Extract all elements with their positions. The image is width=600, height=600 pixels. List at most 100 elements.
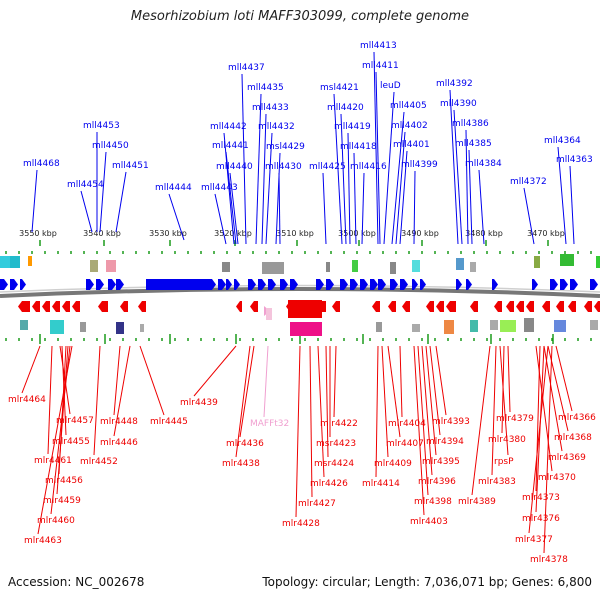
scale-label: 3530 kbp [149, 229, 187, 238]
gene-leader-line [113, 345, 131, 437]
gene-leader-line [265, 132, 273, 245]
gene-leader-line [139, 345, 165, 416]
gene-label: mlr4404 [388, 419, 426, 429]
feature-block [534, 256, 540, 268]
gene-label: mlr4378 [530, 555, 568, 565]
gene-leader-line [333, 93, 343, 245]
feature-block [596, 256, 600, 268]
feature-block [290, 322, 322, 336]
feature-block [266, 308, 272, 320]
gene-label: mlr4438 [222, 459, 260, 469]
gene-arrow [378, 279, 386, 290]
gene-arrow-block [288, 300, 322, 318]
gene-label: mlr4461 [34, 456, 72, 466]
gene-label: mll4390 [440, 99, 477, 109]
gene-arrow [402, 301, 410, 312]
gene-label: mlr4398 [414, 497, 452, 507]
feature-block [28, 256, 32, 266]
gene-arrow [360, 279, 368, 290]
feature-block [140, 324, 144, 332]
gene-label: mll4443 [201, 183, 238, 193]
gene-arrow [52, 301, 60, 312]
gene-leader-line [381, 345, 389, 458]
gene-label: mll4435 [247, 83, 284, 93]
gene-label: mll4453 [83, 121, 120, 131]
gene-leader-line [47, 345, 53, 455]
gene-label: mlr4422 [320, 419, 358, 429]
gene-label: MAFFt32 [250, 419, 289, 429]
gene-leader-line [325, 345, 329, 458]
gene-label: mll4444 [155, 183, 192, 193]
gene-leader-line [333, 345, 337, 418]
gene-leader-line [317, 345, 325, 478]
gene-label: mll4430 [265, 162, 302, 172]
gene-label: mlr4460 [37, 516, 75, 526]
gene-leader-line [275, 152, 281, 245]
gene-label: mlr4428 [282, 519, 320, 529]
feature-block [376, 322, 382, 332]
gene-leader-line [239, 345, 255, 438]
gene-arrow [268, 279, 276, 290]
gene-leader-line [417, 345, 429, 496]
gene-label: mlr4373 [522, 493, 560, 503]
gene-label: mll4442 [210, 122, 247, 132]
gene-arrow [390, 279, 398, 290]
gene-arrow [326, 279, 334, 290]
gene-arrow [236, 301, 242, 312]
gene-leader-line [429, 345, 441, 436]
gene-label: mll4364 [544, 136, 581, 146]
gene-arrow [250, 301, 258, 312]
gene-leader-line [523, 187, 535, 245]
gene-arrow [116, 279, 124, 290]
gene-label: mlr4463 [24, 536, 62, 546]
gene-leader-line [21, 345, 41, 394]
gene-label: mll4450 [92, 141, 129, 151]
gene-arrow [584, 301, 592, 312]
gene-arrow [590, 279, 598, 290]
gene-arrow [340, 279, 348, 290]
gene-label: mlr4409 [374, 459, 412, 469]
gene-leader-line [569, 165, 575, 245]
gene-leader-line [501, 345, 505, 434]
gene-leader-line [168, 193, 185, 241]
gene-leader-line [478, 169, 485, 245]
gene-leader-line [214, 193, 227, 245]
gene-leader-line [425, 345, 437, 456]
gene-arrow [532, 279, 538, 290]
gene-label: mll4399 [401, 160, 438, 170]
gene-arrow [146, 279, 216, 290]
gene-leader-line [535, 345, 553, 472]
feature-block [106, 260, 116, 272]
gene-leader-line [421, 345, 433, 476]
gene-leader-line [37, 345, 73, 535]
gene-leader-line [347, 132, 351, 245]
gene-leader-line [295, 345, 301, 518]
gene-label: mlr4368 [554, 433, 592, 443]
gene-leader-line [399, 345, 403, 418]
gene-label: mlr4395 [422, 457, 460, 467]
feature-block [20, 320, 28, 330]
gene-leader-line [340, 113, 347, 245]
gene-arrow [494, 301, 502, 312]
gene-label: mll4384 [465, 159, 502, 169]
gene-arrow [570, 279, 578, 290]
gene-arrow [316, 279, 324, 290]
scale-label: 3510 kbp [276, 229, 314, 238]
gene-leader-line [375, 71, 381, 245]
gene-label: mlr4448 [100, 417, 138, 427]
gene-leader-line [413, 345, 425, 516]
gene-label: mll4386 [452, 119, 489, 129]
gene-arrow [506, 301, 514, 312]
gene-label: mlr4366 [558, 413, 596, 423]
gene-arrow [234, 279, 240, 290]
gene-arrow [594, 301, 600, 312]
gene-label: mlr4403 [410, 517, 448, 527]
gene-label: mlr4452 [80, 457, 118, 467]
gene-leader-line [375, 345, 379, 478]
gene-leader-line [225, 151, 237, 245]
feature-block [390, 262, 396, 274]
gene-label: mll4418 [340, 142, 377, 152]
gene-arrow [436, 301, 444, 312]
gene-label: mll4441 [212, 141, 249, 151]
gene-arrow [370, 279, 378, 290]
